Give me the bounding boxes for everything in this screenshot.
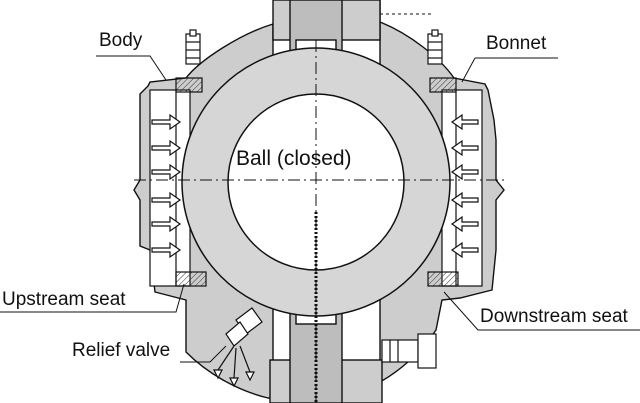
sealant-fittings xyxy=(185,29,443,65)
label-ball: Ball (closed) xyxy=(236,147,352,170)
label-body: Body xyxy=(99,30,143,51)
drain-plug xyxy=(381,333,437,369)
leader-lines xyxy=(0,55,640,363)
label-downstream-seat: Downstream seat xyxy=(480,306,628,327)
relief-valve xyxy=(213,307,263,388)
label-bonnet: Bonnet xyxy=(486,33,547,54)
pressure-arrows-right xyxy=(450,113,479,259)
label-upstream-seat: Upstream seat xyxy=(2,289,126,310)
seat-inserts xyxy=(175,77,459,287)
pressure-arrows-left xyxy=(151,113,182,259)
label-relief-valve: Relief valve xyxy=(72,340,171,361)
